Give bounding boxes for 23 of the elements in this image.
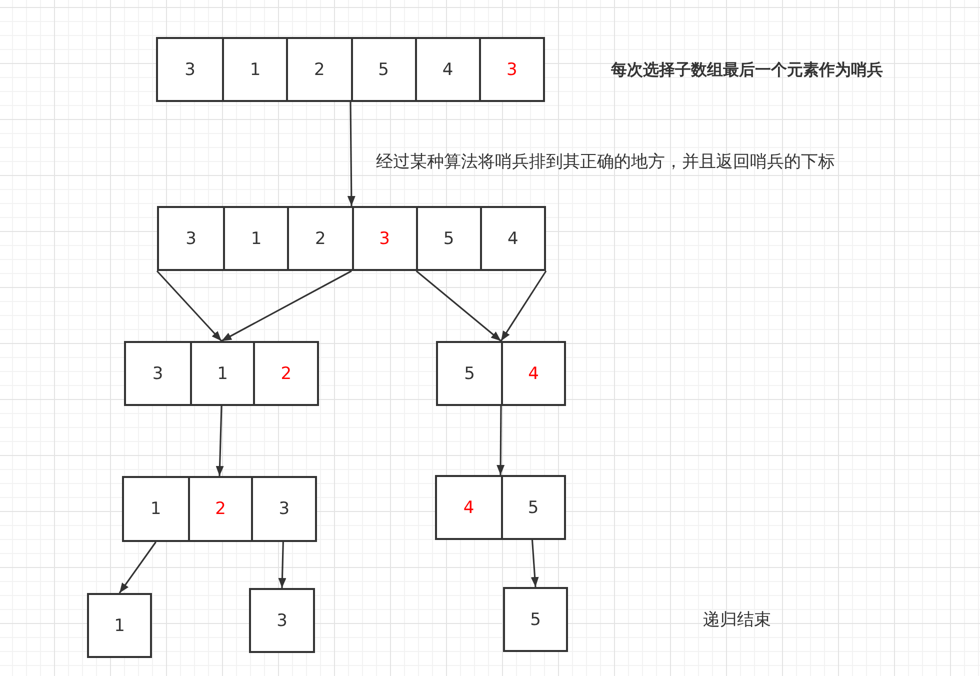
arrow [221,270,352,342]
arrow [156,270,222,342]
note-text: 递归结束 [703,610,771,630]
value-box: 3 [249,588,315,653]
edge-label: 经过某种算法将哨兵排到其正确的地方，并且返回哨兵的下标 [376,152,835,172]
array-frame [157,206,546,271]
arrow [496,406,505,475]
array-frame [156,37,545,102]
arrow [216,406,224,476]
arrow [416,270,502,342]
array-frame [436,341,566,406]
note-text: 每次选择子数组最后一个元素作为哨兵 [611,60,883,80]
arrow [530,540,539,588]
array-cell: 2 [188,478,252,540]
arrow [500,270,547,342]
arrow [118,542,156,594]
array-frame [124,341,319,406]
value-box: 5 [503,587,568,652]
array-frame [435,475,566,540]
array-frame [122,476,317,542]
value-box: 1 [87,593,152,658]
arrow [278,542,286,588]
arrow [347,102,356,206]
